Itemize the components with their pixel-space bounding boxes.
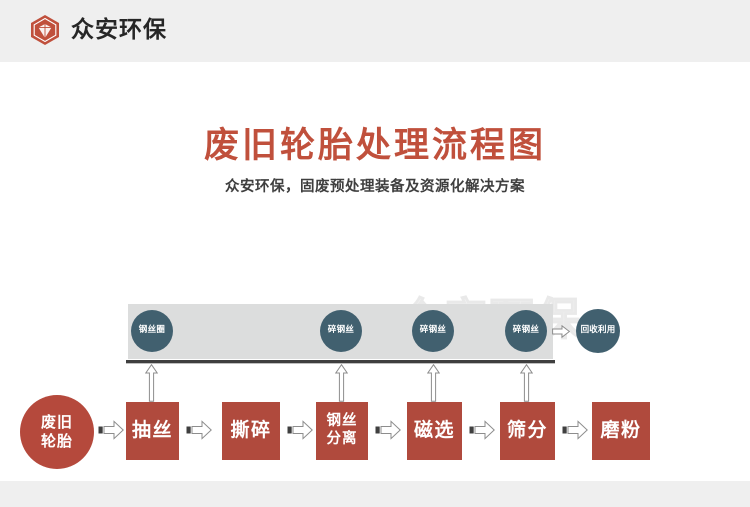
process-input-line1: 废旧 [40,413,73,432]
page-header: 众安环保 [0,0,750,62]
up-arrow-icon-3 [426,363,441,402]
page-footer [0,481,750,507]
recovery-node-1: 钢丝圈 [131,310,173,352]
up-arrow-icon-4 [519,363,534,402]
process-step-6: 磨粉 [592,402,650,460]
process-arrow-icon-6 [562,420,588,440]
process-input-node: 废旧 轮胎 [20,395,94,469]
slide-canvas: 众安环保 ZHONGAN CO.,LTD 废旧轮胎处理流程图 众安环保，固废预处… [0,62,750,481]
process-step-3: 钢丝 分离 [316,402,368,460]
process-step-4: 磁选 [407,402,462,460]
brand-name: 众安环保 [71,16,167,43]
process-arrow-icon-5 [469,420,495,440]
process-step-5: 筛分 [500,402,555,460]
recovery-arrow-icon [552,324,571,339]
recovery-node-4: 碎钢丝 [505,310,547,352]
page-subtitle: 众安环保，固废预处理装备及资源化解决方案 [225,178,525,195]
process-step-3-line2: 分离 [326,431,358,447]
brand-logo: 众安环保 [28,13,167,47]
page-title: 废旧轮胎处理流程图 [203,126,546,166]
process-step-2: 撕碎 [222,402,280,460]
recovery-baseline-shadow [126,363,555,364]
hexagon-diamond-logo-icon [28,13,62,47]
process-arrow-icon-4 [375,420,401,440]
process-arrow-icon-1 [98,420,124,440]
recovery-node-3: 碎钢丝 [412,310,454,352]
process-input-line2: 轮胎 [40,432,73,450]
process-arrow-icon-2 [186,420,212,440]
up-arrow-icon-1 [144,363,159,402]
process-step-1: 抽丝 [126,402,179,460]
up-arrow-icon-2 [334,363,349,402]
recovery-output-node: 回收利用 [576,309,620,353]
recovery-node-2: 碎钢丝 [320,310,362,352]
process-arrow-icon-3 [287,420,313,440]
process-step-3-line1: 钢丝 [326,413,358,430]
recovery-baseline [126,360,555,363]
